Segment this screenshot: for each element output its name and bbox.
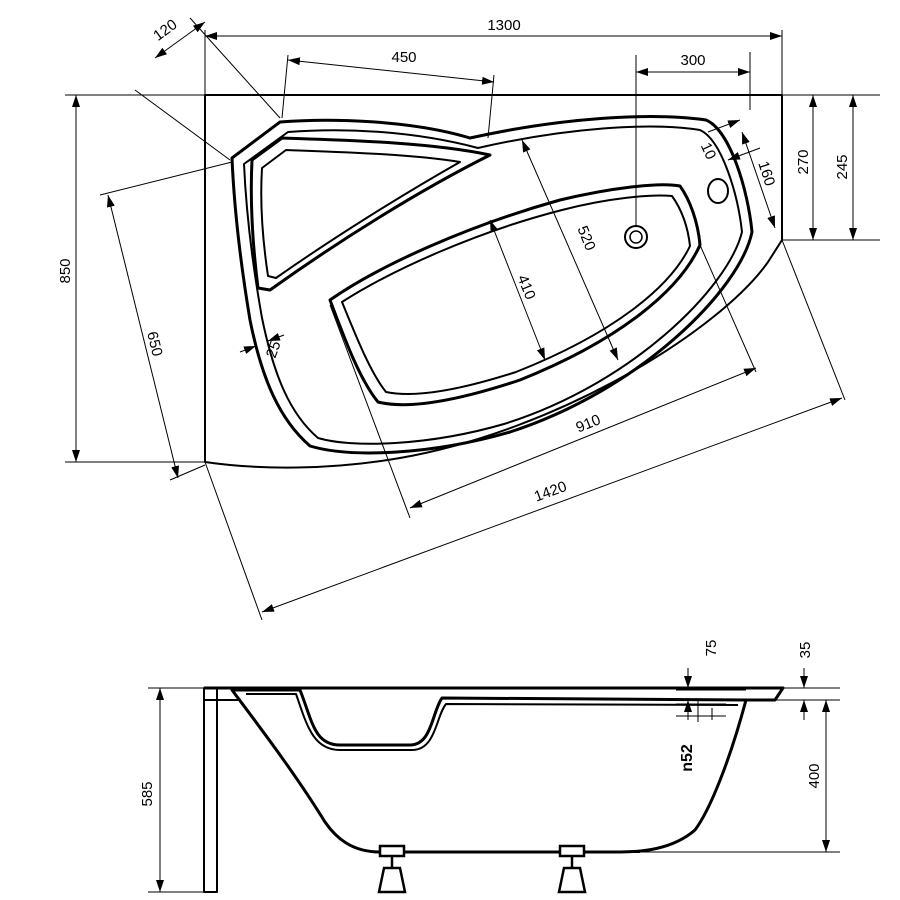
drain-circle — [624, 225, 648, 249]
dim-270-label: 270 — [795, 149, 812, 174]
dim-850-label: 850 — [57, 258, 74, 283]
dim-160-label: 160 — [754, 159, 778, 188]
dim-25-label: 25 — [263, 339, 285, 360]
side-front-panel — [203, 687, 218, 893]
dim-450-label: 450 — [391, 49, 416, 66]
tub-shell-outline — [230, 115, 754, 455]
seat-area-inner-line — [260, 149, 461, 279]
dim-245-label: 245 — [834, 154, 851, 179]
side-foot-left — [377, 844, 407, 894]
dim-10-label: 10 — [697, 140, 719, 162]
dim-520-label: 520 — [574, 224, 599, 254]
side-view: 585 400 75 35 n52 — [139, 640, 840, 894]
drain-inner — [629, 230, 643, 244]
dim-35-label: 35 — [797, 642, 814, 659]
side-tub-profile — [230, 688, 748, 854]
dim-650-label: 650 — [143, 330, 166, 358]
dim-n52-label: n52 — [679, 744, 696, 772]
dim-910-label: 910 — [574, 411, 604, 436]
overflow-hole — [707, 178, 729, 204]
dim-1300-label: 1300 — [487, 17, 520, 34]
dim-410-label: 410 — [514, 273, 539, 303]
dim-400-label: 400 — [806, 763, 823, 788]
dim-585-label: 585 — [139, 781, 156, 806]
top-view: 1300 120 450 300 850 270 245 10 160 520 … — [57, 16, 880, 621]
dim-120-label: 120 — [150, 16, 180, 44]
side-tub-inner — [246, 693, 739, 751]
dim-75-label: 75 — [703, 640, 720, 657]
side-rim — [204, 686, 785, 702]
dim-300-label: 300 — [680, 52, 705, 69]
side-foot-right — [557, 844, 587, 894]
dim-1420-label: 1420 — [532, 478, 569, 505]
tub-shell-inner-line — [243, 125, 743, 445]
seat-area-outline — [249, 136, 492, 292]
